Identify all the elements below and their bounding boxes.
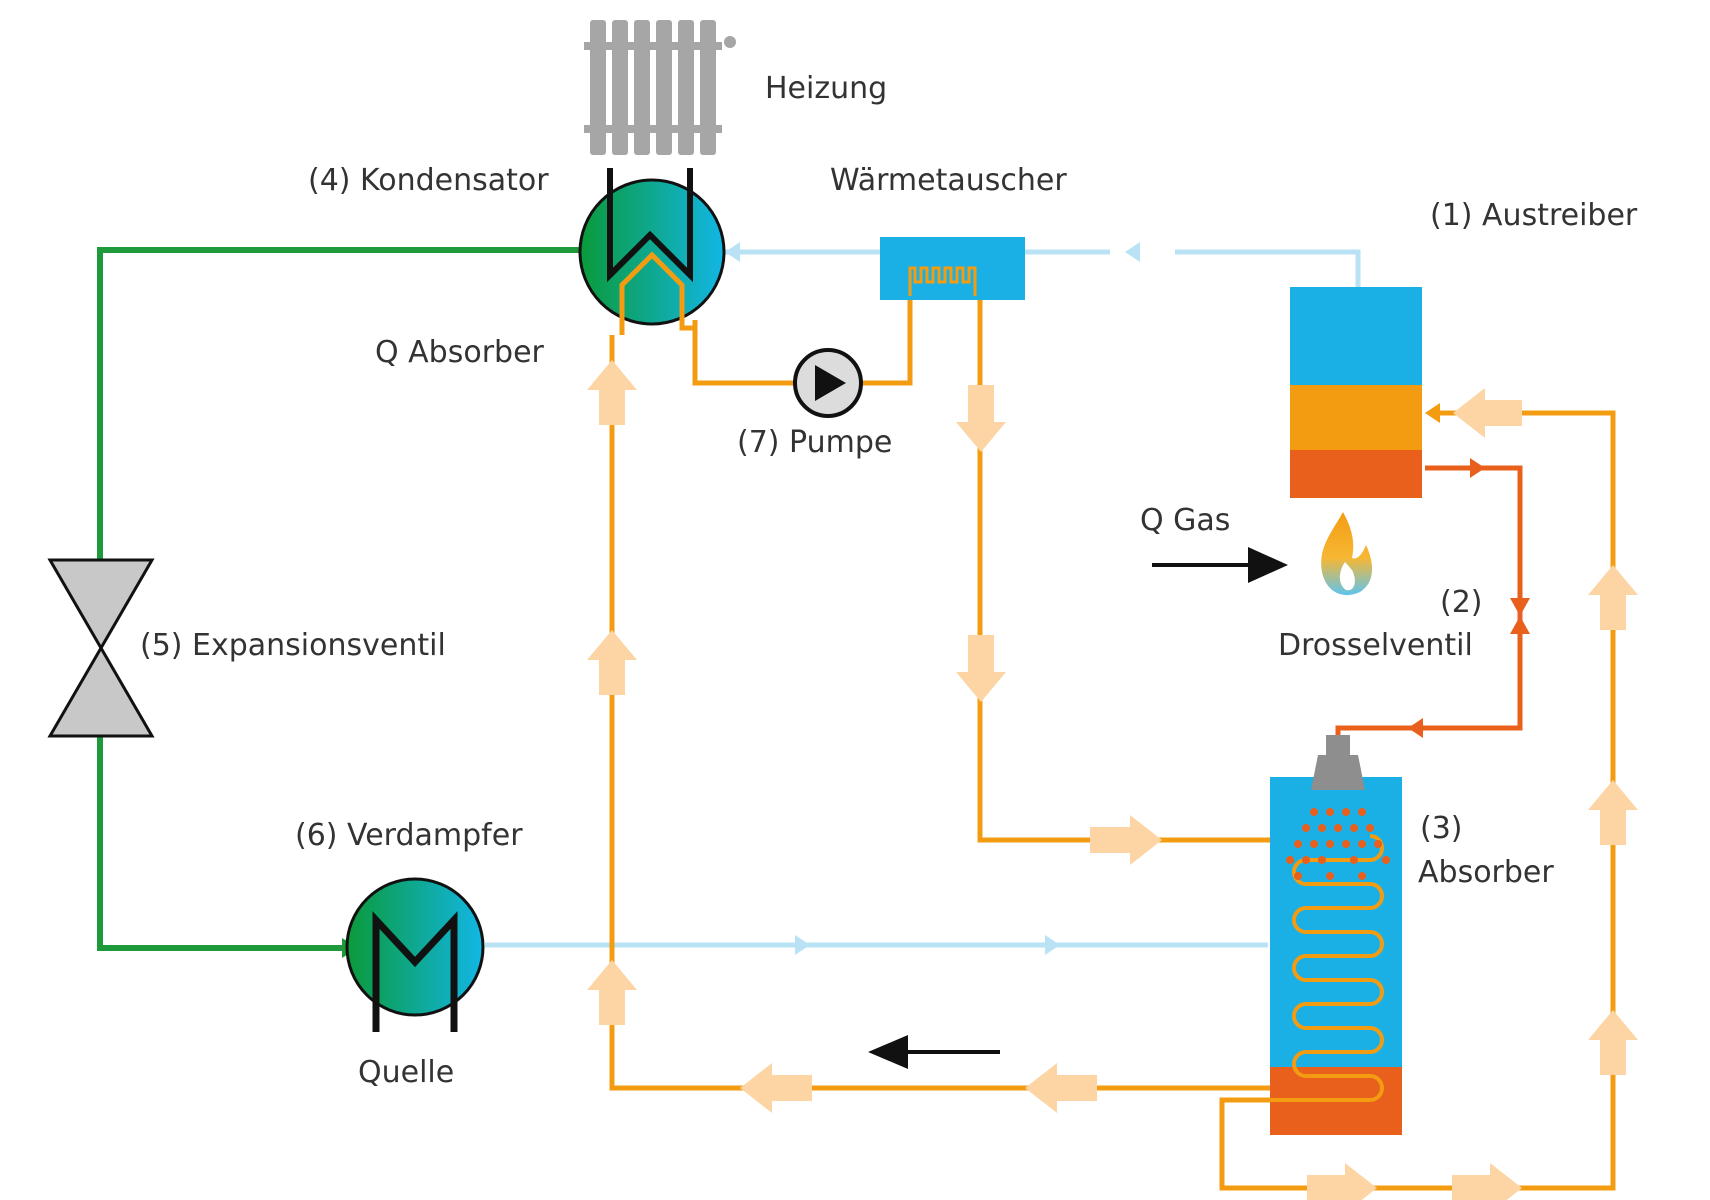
evaporator-icon xyxy=(345,877,485,1032)
label-kondensator: (4) Kondensator xyxy=(308,163,549,198)
pump-icon xyxy=(793,348,863,418)
spray-nozzle-icon xyxy=(1311,735,1365,790)
condenser-icon xyxy=(578,168,726,335)
label-heizung: Heizung xyxy=(765,71,887,106)
light-blue-flow-arrows xyxy=(725,242,1140,955)
label-waermetauscher: Wärmetauscher xyxy=(830,163,1067,198)
label-drosselventil: Drosselventil xyxy=(1278,628,1473,663)
spray-droplets xyxy=(1286,808,1390,880)
generator-tank xyxy=(1290,287,1422,498)
label-q-absorber: Q Absorber xyxy=(375,335,545,370)
pale-flow-arrows xyxy=(587,360,1638,1200)
label-verdampfer: (6) Verdampfer xyxy=(295,818,523,853)
light-blue-vapour-line xyxy=(485,249,1361,948)
label-absorber: Absorber xyxy=(1418,855,1554,890)
flame-icon xyxy=(1321,512,1373,596)
label-pumpe: (7) Pumpe xyxy=(737,425,892,460)
red-orange-flow-arrows xyxy=(1408,458,1485,738)
label-absorber-num: (3) xyxy=(1420,811,1463,846)
label-quelle: Quelle xyxy=(358,1055,454,1090)
label-q-gas: Q Gas xyxy=(1140,503,1230,538)
label-expansionsventil: (5) Expansionsventil xyxy=(140,628,446,663)
throttle-valve-icon xyxy=(1510,598,1530,634)
expansion-valve-icon xyxy=(47,558,155,738)
orange-flow-arrow-austreiber xyxy=(1425,403,1440,423)
red-orange-line xyxy=(1335,465,1523,742)
radiator-icon xyxy=(584,20,736,155)
label-drossel-num: (2) xyxy=(1440,585,1483,620)
green-refrigerant-line xyxy=(97,247,590,951)
heat-exchanger-icon xyxy=(880,237,1025,300)
return-arrow xyxy=(868,1035,1000,1069)
label-austreiber: (1) Austreiber xyxy=(1430,198,1638,233)
q-gas-arrow xyxy=(1152,547,1288,583)
